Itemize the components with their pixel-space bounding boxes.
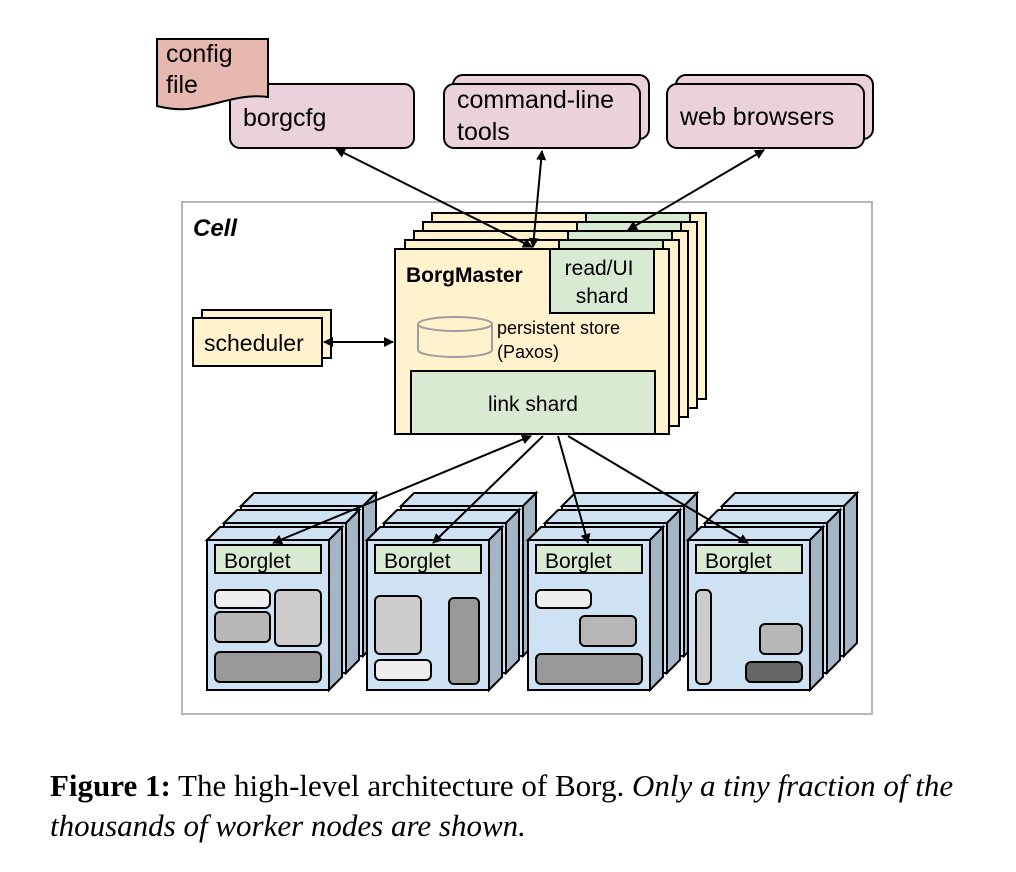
borglet-machines: Borglet Borglet Borglet Borglet [204, 490, 860, 693]
arrow-borglet-3 [557, 435, 591, 544]
caption-text: The high-level architecture of Borg. [170, 768, 632, 803]
borglet-label: Borglet [705, 550, 772, 573]
borgmaster-node: BorgMaster read/UI shard persistent stor… [394, 248, 670, 435]
borgcfg-node: borgcfg [229, 83, 415, 149]
web-browsers-node: web browsers [666, 74, 874, 149]
task-block [695, 589, 712, 685]
connections [272, 148, 765, 545]
svg-text:command-line tools: command-line tools [457, 86, 621, 146]
borglet-machine: Borglet [204, 524, 345, 693]
arrow-web-readui [627, 149, 765, 231]
borglet-machine: Borglet [525, 524, 666, 693]
cell-label: Cell [193, 215, 238, 242]
borglet-machine-stack: Borglet [204, 490, 379, 693]
config-file-node: config file [156, 38, 269, 111]
read-ui-shard-line-1: read/UI [565, 257, 634, 280]
borglet-agent [214, 544, 322, 574]
borglet-machine: Borglet [685, 524, 826, 693]
borgmaster-title: BorgMaster [406, 264, 523, 287]
scheduler-node: scheduler [192, 309, 332, 367]
read-ui-shard-line-2: shard [576, 285, 629, 308]
command-line-tools-node: command-line tools [443, 74, 650, 149]
task-block [214, 651, 322, 683]
persistent-store: persistent store (Paxos) [417, 316, 625, 362]
task-block [579, 615, 637, 647]
borglet-machine-stack: Borglet [685, 490, 860, 693]
config-file-line-1: config [166, 40, 233, 68]
task-block [745, 661, 803, 683]
borgcfg-label: borgcfg [243, 104, 326, 132]
borglet-agent [374, 544, 482, 574]
svg-text:persistent store (Paxo: persistent store (Paxos) [497, 318, 625, 362]
task-block [374, 595, 422, 655]
config-file-line-2: file [166, 71, 198, 99]
arrow-borglet-2 [432, 435, 544, 544]
command-line-tools-line-2: tools [457, 118, 510, 146]
task-block [274, 589, 322, 647]
borglet-label: Borglet [545, 550, 612, 573]
svg-text:read/UI shard: read/UI shard [565, 257, 640, 308]
command-line-tools-line-1: command-line [457, 86, 614, 114]
link-shard-label: link shard [488, 393, 578, 416]
caption-label: Figure 1: [50, 768, 171, 803]
web-browsers-label: web browsers [679, 103, 834, 131]
task-block [374, 659, 432, 681]
caption-italic: Only a tiny fraction of the thousands of… [50, 768, 954, 843]
svg-text:config file: config file [166, 40, 240, 99]
borglet-label: Borglet [224, 550, 291, 573]
borglet-label: Borglet [384, 550, 451, 573]
read-ui-shard: read/UI shard [549, 248, 655, 314]
arrow-borglet-1 [272, 434, 532, 545]
task-block [535, 653, 643, 685]
task-block [535, 589, 592, 609]
arrow-borglet-4 [567, 435, 749, 544]
task-block [448, 597, 480, 685]
task-block [214, 589, 271, 609]
arrow-cli-borgmaster [528, 150, 547, 248]
scheduler-label: scheduler [204, 330, 304, 356]
task-block [214, 611, 271, 643]
borglet-machine-stack: Borglet [525, 490, 700, 693]
database-icon [417, 324, 493, 358]
figure-caption: Figure 1: The high-level architecture of… [50, 766, 1000, 846]
borglet-agent [695, 544, 803, 574]
borglet-machine: Borglet [364, 524, 505, 693]
persistent-store-line-2: (Paxos) [497, 342, 559, 362]
arrow-borgcfg-borgmaster [335, 148, 533, 248]
borglet-machine-stack: Borglet [364, 490, 539, 693]
persistent-store-line-1: persistent store [497, 318, 620, 338]
borglet-agent [535, 544, 643, 574]
link-shard: link shard [410, 370, 656, 435]
task-block [759, 623, 803, 655]
